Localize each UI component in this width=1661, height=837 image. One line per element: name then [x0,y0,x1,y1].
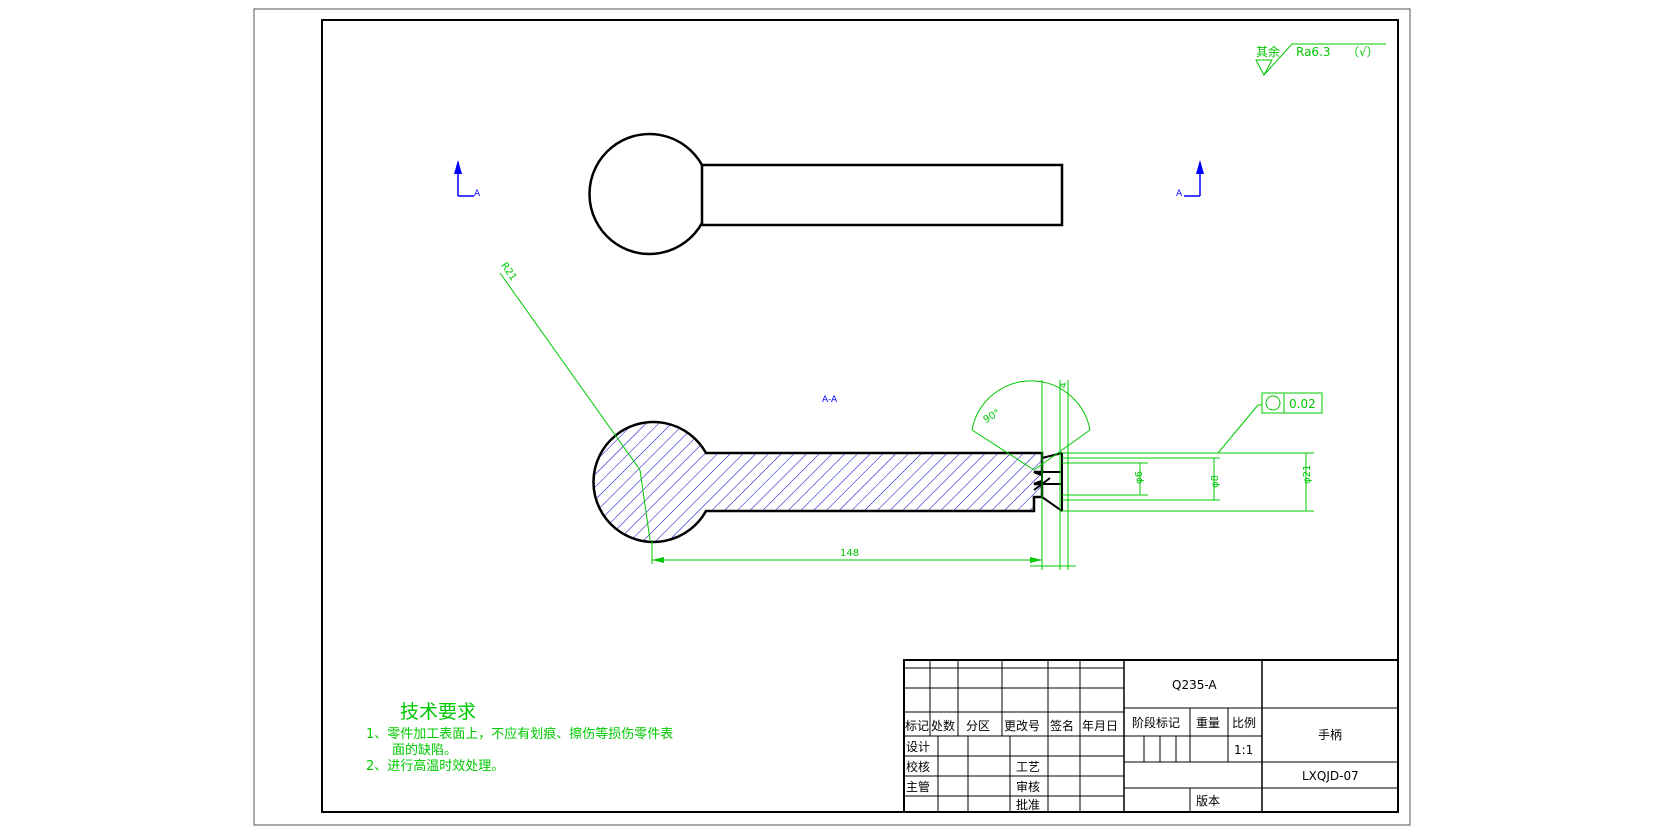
surface-note-suffix: （√） [1347,45,1379,59]
title-block [903,659,1399,813]
tb-material: Q235-A [1172,678,1217,692]
surface-roughness-note: 其余 Ra6.3 （√） [1255,43,1386,77]
dim-angle: 90° [982,408,1003,426]
tb-ratio: 比例 [1232,716,1256,730]
section-mark-right-label: A [1176,189,1183,199]
section-mark-left: A [454,160,481,199]
tb-process: 工艺 [1016,760,1040,774]
section-mark-right: A [1176,160,1204,199]
tb-version: 版本 [1196,794,1220,808]
tb-scale-value: 1:1 [1234,743,1253,757]
tb-check: 校核 [906,759,930,774]
tb-supervise: 主管 [906,779,930,794]
outer-frame [253,8,1411,826]
tb-approve: 批准 [1016,797,1040,812]
tb-header-mark: 标记 [905,719,929,733]
section-view [592,420,1063,544]
tb-header-count: 处数 [931,718,955,733]
tb-header-signature: 签名 [1050,718,1074,733]
section-mark-left-label: A [474,189,481,199]
inner-frame [321,19,1399,813]
tb-weight: 重量 [1196,716,1220,730]
surface-note-value: Ra6.3 [1296,45,1331,59]
dim-dia-large: φ21 [1302,465,1313,484]
tech-req-line1b: 面的缺陷。 [392,742,457,758]
tech-req-line2: 2、进行高温时效处理。 [366,758,504,774]
tb-design: 设计 [906,740,930,754]
tb-part-name: 手柄 [1318,728,1342,742]
tb-header-zone: 分区 [966,719,990,733]
dimensions: R21 148 4 90° φ6 φ8 φ21 [498,261,1314,570]
tb-header-date: 年月日 [1082,719,1118,733]
top-view [588,132,1064,256]
tb-drawing-number: LXQJD-07 [1302,769,1359,783]
section-view-label: A-A [822,395,838,405]
roughness-symbol-icon [1255,43,1386,77]
tolerance-frame: 0.02 [1261,392,1323,414]
section-chamfer [1033,452,1063,512]
tb-stage-mark: 阶段标记 [1132,715,1180,730]
tb-header-change: 更改号 [1004,719,1040,733]
surface-note-prefix: 其余 [1256,44,1280,59]
section-hatched-body [592,420,1054,544]
dim-top-small: 4 [1059,382,1069,388]
tech-req-title: 技术要求 [400,701,476,723]
tb-review: 审核 [1016,779,1040,794]
tech-requirements: 技术要求 1、零件加工表面上，不应有划痕、擦伤等损伤零件表 面的缺陷。 2、进行… [366,701,673,774]
tolerance-value: 0.02 [1289,397,1316,411]
title-block-text: 标记 处数 分区 更改号 签名 年月日 设计 校核 主管 工艺 审核 批准 Q2… [905,678,1359,812]
circularity-icon [1265,395,1281,411]
dim-length: 148 [840,548,859,559]
dim-dia-small: φ6 [1134,471,1145,484]
tech-req-line1: 1、零件加工表面上，不应有划痕、擦伤等损伤零件表 [366,726,673,742]
dim-dia-mid: φ8 [1210,475,1221,488]
dim-radius: R21 [498,261,518,283]
